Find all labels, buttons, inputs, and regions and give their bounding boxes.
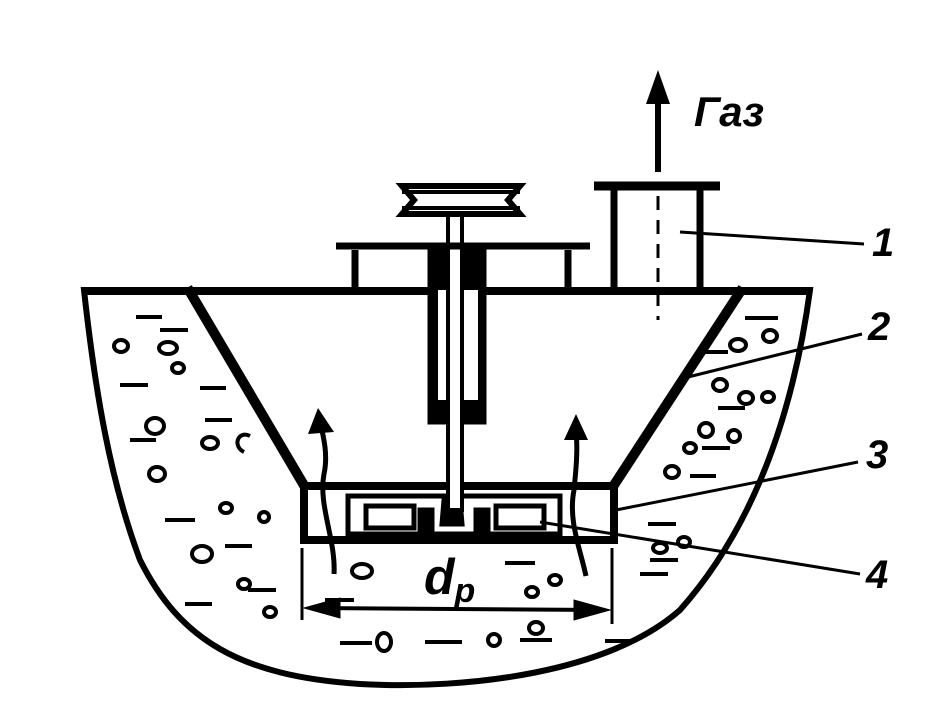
callout-3: 3 [866, 433, 888, 477]
bath-outline [80, 287, 814, 689]
shaft-assembly [395, 183, 527, 512]
flow-arrows [317, 421, 589, 577]
gas-outlet-pipe [594, 181, 720, 320]
callout-1: 1 [872, 221, 894, 265]
callout-2: 2 [867, 305, 890, 349]
flow-arrowheads [308, 408, 588, 440]
diameter-dimension [300, 548, 614, 624]
gas-label: Газ [694, 88, 764, 135]
gas-arrow [646, 70, 670, 172]
ground-texture [112, 315, 779, 653]
diameter-subscript: p [454, 572, 476, 610]
diameter-label: dp [424, 549, 475, 610]
diameter-symbol: d [424, 549, 456, 605]
callout-4: 4 [865, 553, 888, 597]
tank-walls [183, 285, 747, 489]
shaft-flange [336, 242, 590, 292]
callout-leaders [539, 230, 865, 576]
